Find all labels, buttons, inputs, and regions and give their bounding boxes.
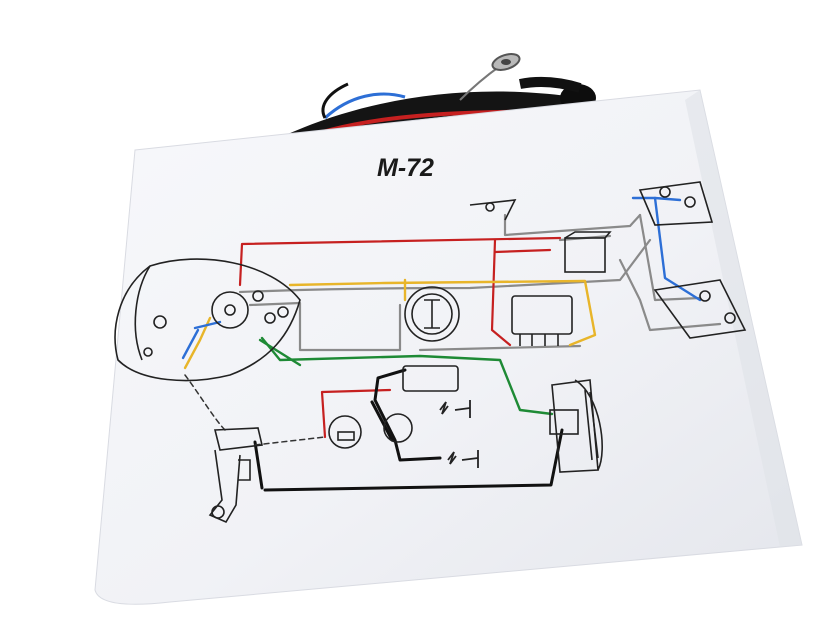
battery-icon (402, 365, 459, 392)
generator-icon (404, 286, 460, 342)
distributor-icon (328, 413, 413, 449)
relay-regulator-icon (511, 295, 573, 346)
tail-light-icon (638, 181, 714, 226)
fuse-box-icon (564, 231, 612, 273)
spark-plug-icon (439, 400, 479, 468)
horn-icon (549, 379, 603, 473)
ignition-switch-icon (208, 427, 263, 524)
switch-icon (469, 199, 517, 221)
headlight-icon (114, 258, 301, 382)
paper-sheet (94, 89, 803, 605)
side-light-icon (653, 279, 747, 339)
diagram-title: M-72 (377, 154, 434, 182)
